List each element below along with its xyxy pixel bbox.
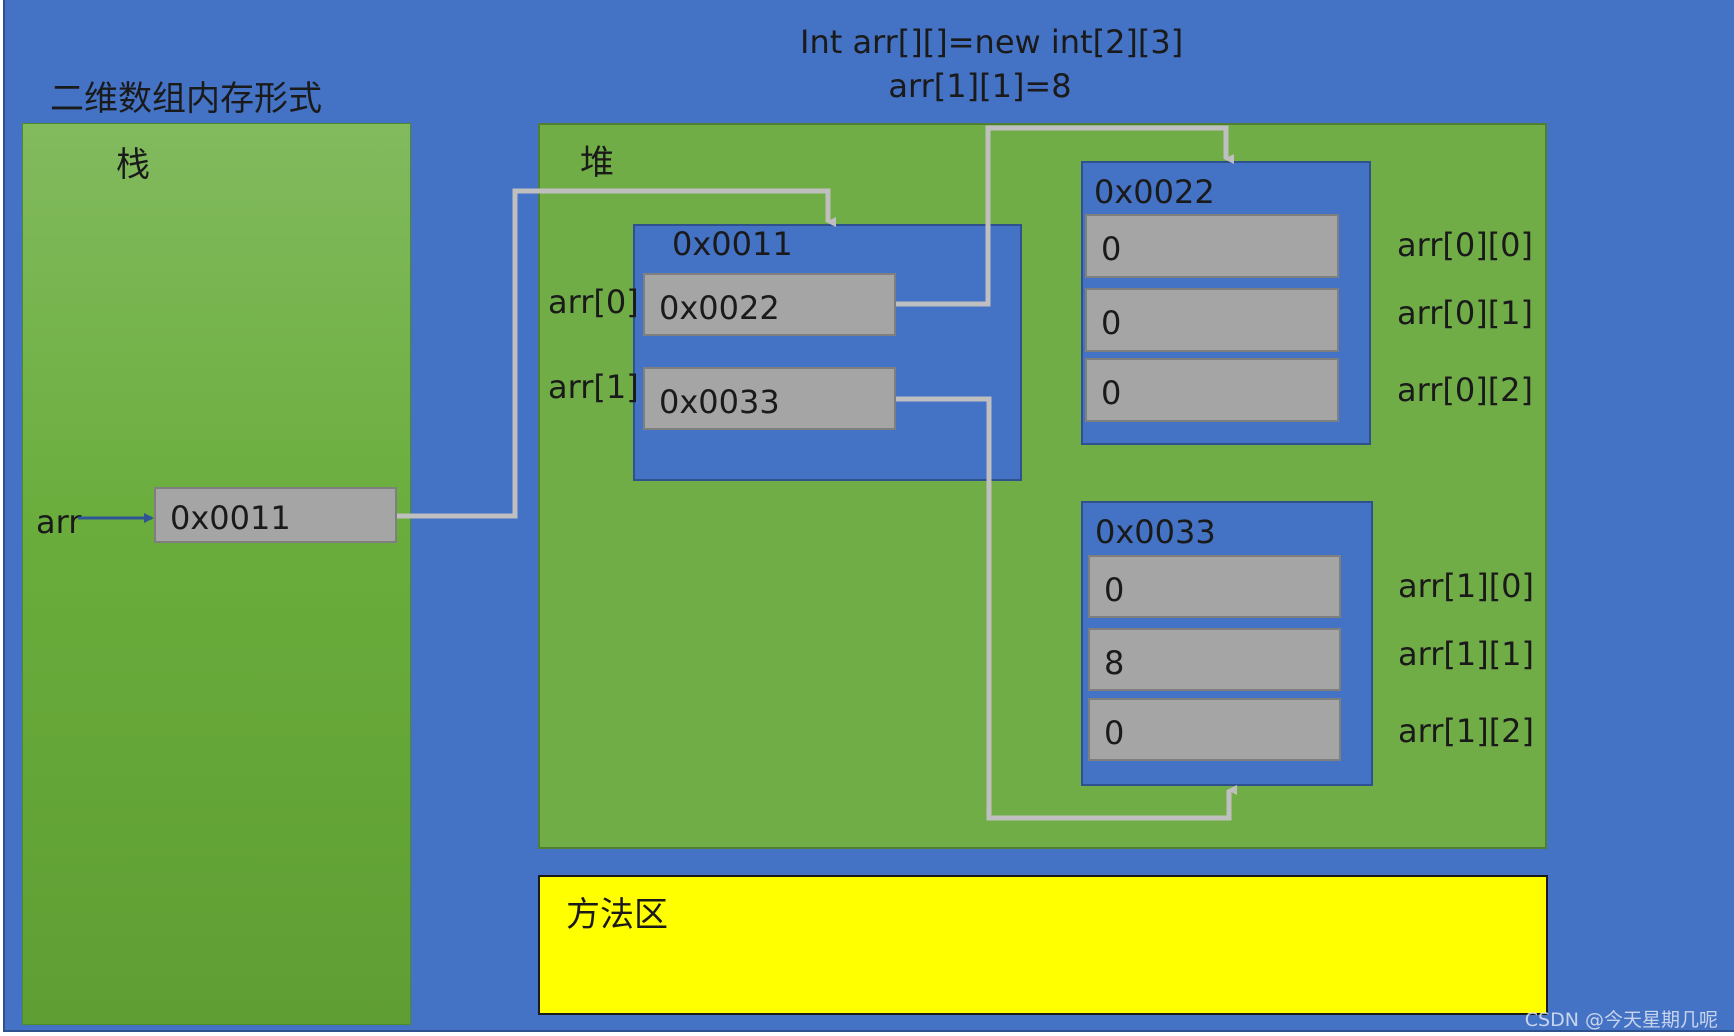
stack-region [22, 123, 411, 1025]
row-array-0-cell-1: 0 [1085, 288, 1339, 352]
outer-row-cell-0: 0x0022 [643, 273, 896, 336]
code-line-assignment: arr[1][1]=8 [888, 67, 1072, 105]
stack-var-name: arr [36, 503, 82, 541]
row-array-0-cell-0: 0 [1085, 214, 1339, 278]
watermark: CSDN @今天星期几呢 [1524, 1009, 1718, 1031]
stack-label: 栈 [116, 145, 150, 185]
row-array-0-address: 0x0022 [1094, 173, 1215, 211]
row-array-0-label-0: arr[0][0] [1397, 226, 1534, 264]
outer-row-value-1: 0x0033 [659, 382, 780, 421]
outer-row-label-1: arr[1] [548, 368, 639, 406]
row-array-0-value-0: 0 [1101, 230, 1122, 269]
stack-var-value: 0x0011 [170, 499, 291, 538]
row-array-1-label-1: arr[1][1] [1398, 635, 1535, 673]
row-array-0-value-2: 0 [1101, 374, 1122, 413]
row-array-1-label-2: arr[1][2] [1398, 712, 1535, 750]
outer-array-address: 0x0011 [672, 225, 793, 263]
row-array-0-label-2: arr[0][2] [1397, 371, 1534, 409]
stack-var-cell: 0x0011 [154, 487, 397, 543]
row-array-1-cell-2: 0 [1088, 698, 1341, 761]
outer-row-label-0: arr[0] [548, 283, 639, 321]
row-array-1-value-2: 0 [1104, 713, 1125, 752]
outer-row-cell-1: 0x0033 [643, 367, 896, 430]
method-area-region [538, 875, 1548, 1015]
row-array-0-label-1: arr[0][1] [1397, 294, 1534, 332]
row-array-1-label-0: arr[1][0] [1398, 567, 1535, 605]
method-area-label: 方法区 [566, 895, 668, 935]
row-array-1-address: 0x0033 [1095, 513, 1216, 551]
row-array-0-value-1: 0 [1101, 304, 1122, 343]
row-array-1-value-1: 8 [1104, 643, 1125, 682]
row-array-0-cell-2: 0 [1085, 358, 1339, 422]
section-title: 二维数组内存形式 [50, 79, 322, 119]
outer-row-value-0: 0x0022 [659, 288, 780, 327]
row-array-1-value-0: 0 [1104, 570, 1125, 609]
row-array-1-cell-0: 0 [1088, 555, 1341, 618]
code-line-declaration: Int arr[][]=new int[2][3] [800, 23, 1184, 61]
heap-label: 堆 [580, 143, 614, 183]
row-array-1-cell-1: 8 [1088, 628, 1341, 691]
